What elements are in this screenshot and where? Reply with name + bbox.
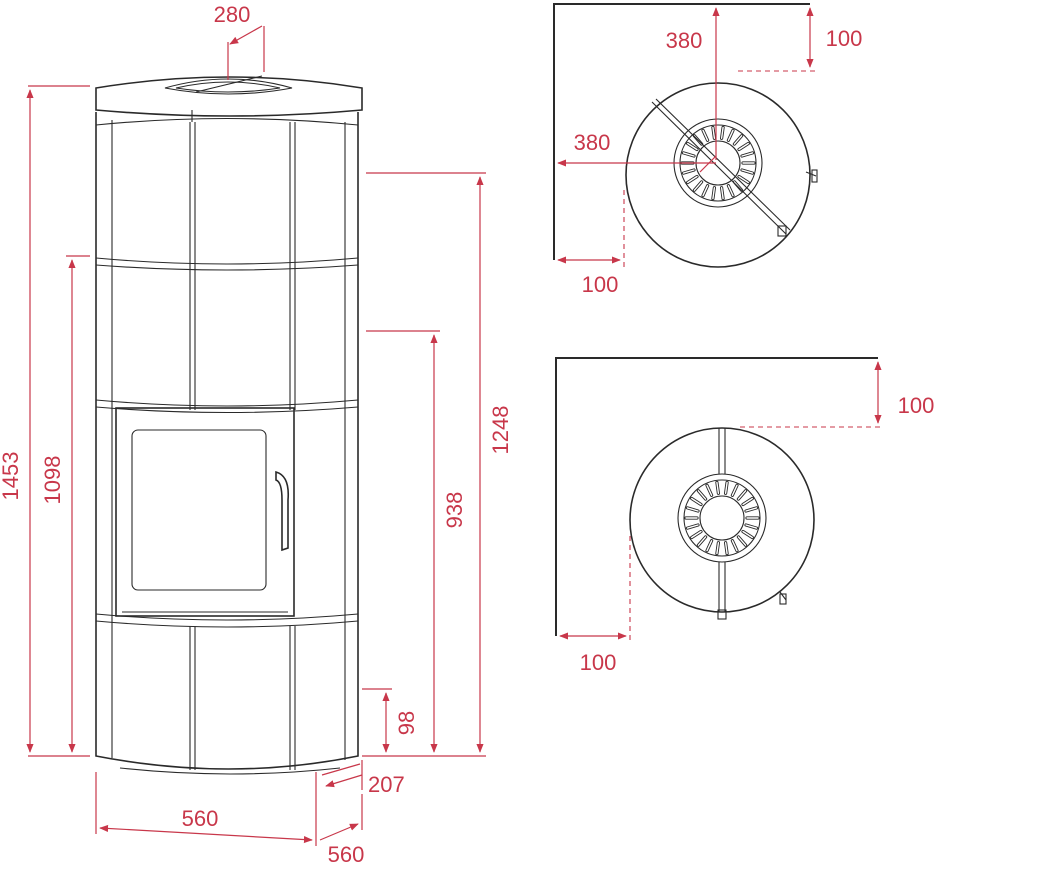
grate-slot-hole xyxy=(712,126,716,140)
grate-slot-hole xyxy=(737,490,747,500)
grate-slot-hole xyxy=(745,524,758,529)
grate-slot-hole xyxy=(691,530,702,539)
grate-slot-hole xyxy=(687,142,698,151)
dim-back-clearance-wall: 100 xyxy=(898,393,935,418)
grate-slot-hole xyxy=(702,184,709,197)
grate-slot-hole xyxy=(720,126,724,140)
grate-slot-hole xyxy=(737,536,747,546)
grate-slot-hole xyxy=(733,135,743,145)
grate-slot-hole xyxy=(716,542,720,555)
stove-top-cap xyxy=(95,76,363,117)
dim-line-560-width xyxy=(99,824,313,844)
corner-wall xyxy=(553,3,810,260)
grate-slot-hole xyxy=(706,484,713,496)
stove-footprint-corner xyxy=(625,82,811,268)
grate-slot-hole xyxy=(738,142,749,151)
stove-body xyxy=(95,112,359,770)
grate-slot-hole xyxy=(741,152,754,157)
door-glass xyxy=(131,429,267,591)
dim-back-distance: 380 xyxy=(666,28,703,53)
door-handle xyxy=(275,470,290,552)
dim-side-clearance-wall: 100 xyxy=(580,650,617,675)
grate-slot-hole xyxy=(724,542,728,555)
grate-slot-hole xyxy=(682,152,695,157)
wall-corner-lower xyxy=(555,357,878,636)
fire-door xyxy=(115,407,295,617)
grate-slot-hole xyxy=(738,175,749,184)
wall-plan: 100 100 xyxy=(555,357,935,675)
grate-slot-hole xyxy=(686,524,699,529)
grate-slot-hole xyxy=(706,540,713,552)
air-inlet-stub xyxy=(777,225,787,237)
grate-slot-hole xyxy=(727,184,734,197)
grate-slot-hole xyxy=(731,484,738,496)
grate-slot-hole xyxy=(687,175,698,184)
dim-rear-outlet-height: 938 xyxy=(442,492,467,529)
grate-slot-hole xyxy=(742,497,753,506)
dim-total-height: 1453 xyxy=(0,452,23,501)
dim-width: 560 xyxy=(182,806,219,831)
grate-slots-wall xyxy=(684,480,760,556)
stove-plinth xyxy=(119,767,341,775)
dim-side-clearance-corner: 100 xyxy=(582,272,619,297)
top-grate-ring xyxy=(164,78,293,95)
dim-line-280 xyxy=(229,25,263,45)
dim-air-inlet-offset: 207 xyxy=(368,772,405,797)
grate-slot-hole xyxy=(682,169,695,174)
grate-slot-hole xyxy=(693,181,703,191)
grate-slot-hole xyxy=(712,186,716,200)
grate-slot-hole xyxy=(727,129,734,142)
grate-slot-hole xyxy=(745,507,758,512)
grate-slot-hole xyxy=(731,540,738,552)
dim-top-diameter: 280 xyxy=(214,2,251,27)
dim-line-560-depth xyxy=(319,823,359,841)
dim-back-clearance-corner: 100 xyxy=(826,26,863,51)
stove-front-view xyxy=(95,75,363,775)
grate-slot-hole xyxy=(686,507,699,512)
grate-slot-hole xyxy=(720,186,724,200)
grate-slot-hole xyxy=(697,490,707,500)
grate-slot-hole xyxy=(691,497,702,506)
dim-depth: 560 xyxy=(328,842,365,867)
grate-slot-hole xyxy=(742,530,753,539)
dim-side-distance: 380 xyxy=(574,130,611,155)
dim-air-inlet-height: 98 xyxy=(394,711,419,735)
dim-line-207 xyxy=(325,774,363,788)
front-dimensions: 1453 1098 1248 938 98 280 207 560 xyxy=(0,2,513,867)
grate-slot-hole xyxy=(741,169,754,174)
corner-plan: 380 380 100 100 xyxy=(553,3,863,297)
grate-slot-hole xyxy=(697,536,707,546)
stove-footprint-wall xyxy=(629,427,815,613)
grate-slot-hole xyxy=(716,481,720,494)
dim-flue-height: 1098 xyxy=(40,456,65,505)
grate-slot-hole xyxy=(724,481,728,494)
dim-side-outlet-height: 1248 xyxy=(488,406,513,455)
grate-slot-hole xyxy=(702,129,709,142)
